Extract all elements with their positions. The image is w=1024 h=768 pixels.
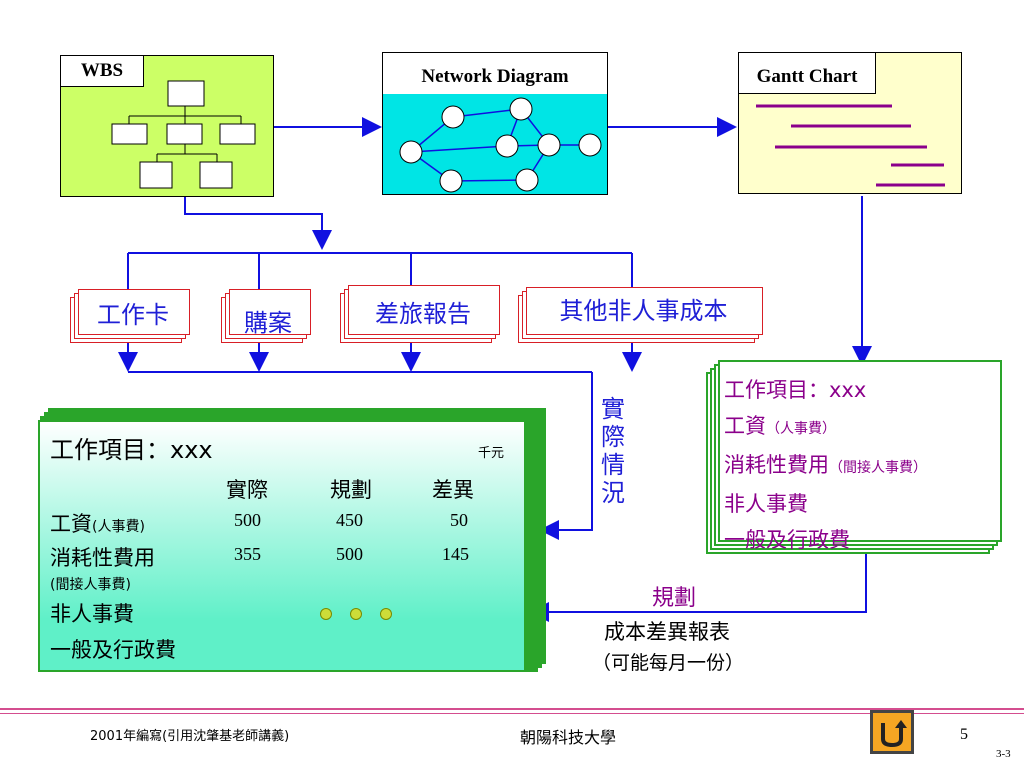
footer-rule	[0, 708, 1024, 710]
report-cell: 145	[442, 544, 469, 564]
page-number: 5	[960, 726, 968, 743]
source-label: 購案	[244, 308, 292, 337]
actual-char: 際	[601, 423, 625, 451]
plan-arrow-label: 規劃	[652, 586, 697, 611]
u-turn-arrow-icon[interactable]	[870, 710, 914, 754]
report-row-sublabel: (間接人事費)	[50, 577, 131, 593]
actual-situation-label: 實 際 情 況	[598, 395, 628, 507]
actual-char: 況	[601, 479, 625, 507]
footer-author: 2001年編寫(引用沈肇基老師講義)	[90, 729, 290, 744]
ellipsis-dot	[350, 608, 362, 620]
plan-title: 工作項目：xxx	[724, 378, 867, 402]
source-other-cost[interactable]: 其他非人事成本	[518, 285, 763, 343]
ellipsis-dot	[380, 608, 392, 620]
report-row-label: 工資(人事費)	[50, 512, 145, 536]
report-face	[38, 420, 526, 672]
report-cell: 450	[336, 510, 363, 530]
plan-line: 非人事費	[724, 492, 808, 516]
source-purchase[interactable]: 購案	[221, 287, 311, 343]
plan-line: 消耗性費用（間接人事費）	[724, 453, 927, 477]
source-label: 差旅報告	[375, 299, 471, 328]
report-col-plan: 規劃	[330, 478, 372, 502]
source-label: 其他非人事成本	[559, 296, 728, 325]
source-travel-report[interactable]: 差旅報告	[340, 283, 500, 343]
footer-rule-thin	[0, 713, 1024, 714]
gantt-label: Gantt Chart	[738, 52, 876, 94]
cost-variance-report: 工作項目：xxx 千元 實際 規劃 差異 工資(人事費) 500 450 50 …	[38, 406, 546, 672]
network-graph	[399, 97, 602, 193]
gantt-panel: Gantt Chart	[738, 52, 962, 194]
plan-line: 工資（人事費）	[724, 414, 836, 438]
report-col-actual: 實際	[226, 478, 268, 502]
report-cell: 500	[336, 544, 363, 564]
wbs-org-chart	[111, 80, 256, 189]
report-row-label: 消耗性費用	[50, 546, 155, 570]
network-label: Network Diagram	[382, 52, 608, 94]
wbs-label: WBS	[60, 55, 144, 87]
report-cell: 500	[234, 510, 261, 530]
report-caption-frequency: （可能每月一份）	[592, 652, 745, 674]
report-title: 工作項目：xxx	[50, 436, 213, 464]
plan-box: 工作項目：xxx 工資（人事費） 消耗性費用（間接人事費） 非人事費 一般及行政…	[706, 360, 1002, 554]
report-row-label: 一般及行政費	[50, 638, 176, 662]
source-label: 工作卡	[97, 300, 169, 329]
network-panel: Network Diagram	[382, 52, 608, 195]
report-row-label: 非人事費	[50, 602, 134, 626]
actual-char: 實	[601, 395, 625, 423]
report-cell: 355	[234, 544, 261, 564]
gantt-bars	[756, 104, 945, 187]
report-cell: 50	[450, 510, 468, 530]
report-unit: 千元	[478, 446, 505, 461]
wbs-panel: WBS	[60, 55, 274, 197]
report-col-variance: 差異	[432, 478, 474, 502]
footer-university: 朝陽科技大學	[520, 728, 617, 747]
actual-char: 情	[601, 451, 625, 479]
slide-code: 3-3	[996, 748, 1011, 760]
plan-line: 一般及行政費	[724, 528, 850, 552]
report-caption: 成本差異報表	[604, 620, 730, 644]
source-work-card[interactable]: 工作卡	[70, 287, 190, 343]
ellipsis-dot	[320, 608, 332, 620]
